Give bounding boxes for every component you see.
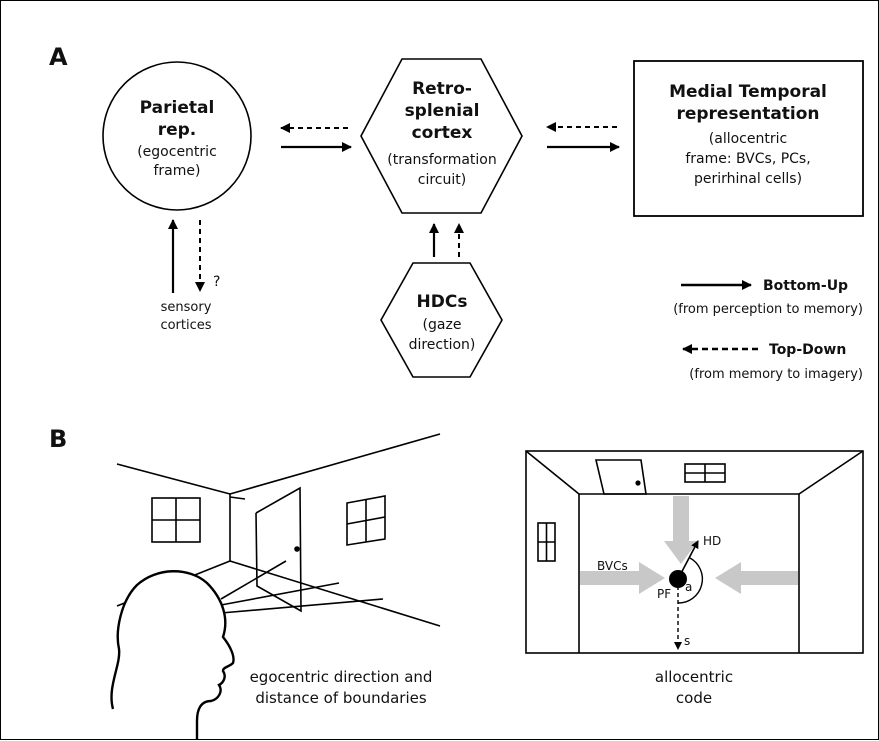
left-caption-line2: distance of boundaries xyxy=(255,689,427,707)
bvc-arrow-top xyxy=(664,496,698,564)
parietal-node: Parietal rep. (egocentric frame) xyxy=(102,61,252,211)
parietal-title-line1: Parietal xyxy=(140,98,215,118)
parietal-sub-line1: (egocentric xyxy=(137,144,217,160)
head-silhouette xyxy=(110,570,235,739)
left-caption-line1: egocentric direction and xyxy=(250,668,433,686)
mtl-sub-line1: (allocentric xyxy=(709,131,787,147)
mtl-title-line2: representation xyxy=(676,104,819,124)
mtl-sub-line2: frame: BVCs, PCs, xyxy=(685,151,810,167)
retro-sub-line1: (transformation xyxy=(387,152,497,168)
right-caption-line2: code xyxy=(676,689,712,707)
question-mark: ? xyxy=(213,274,220,290)
bvcs-label: BVCs xyxy=(597,559,628,573)
hdc-title: HDCs xyxy=(417,292,468,312)
parietal-title-line2: rep. xyxy=(158,120,197,140)
hd-label: HD xyxy=(703,534,721,548)
hd-arrow xyxy=(677,540,699,580)
s-label: s xyxy=(684,634,690,648)
bvc-arrows xyxy=(580,496,798,594)
panel-b-label: B xyxy=(49,425,67,453)
bvc-arrow-left xyxy=(580,562,665,594)
allocentric-room-scene xyxy=(525,450,864,654)
mtl-sub-line3: perirhinal cells) xyxy=(694,171,802,187)
sensory-label-line2: cortices xyxy=(160,318,211,333)
panel-a-label: A xyxy=(49,43,68,71)
legend-bottom-up-desc: (from perception to memory) xyxy=(673,302,863,317)
right-caption-line1: allocentric xyxy=(655,668,733,686)
hdc-sub-line1: (gaze xyxy=(423,317,462,333)
hdc-node: HDCs (gaze direction) xyxy=(380,262,503,378)
retro-sub-line2: circuit) xyxy=(418,172,466,188)
retro-title-line3: cortex xyxy=(412,123,473,143)
mtl-title-line1: Medial Temporal xyxy=(669,82,827,102)
sensory-label-line1: sensory xyxy=(161,300,212,315)
angle-label: a xyxy=(685,580,692,594)
legend: Bottom-Up (from perception to memory) To… xyxy=(673,278,863,382)
retro-title-line2: splenial xyxy=(405,101,480,121)
bvc-arrow-right xyxy=(715,562,798,594)
legend-top-down-desc: (from memory to imagery) xyxy=(689,367,863,382)
retrosplenial-node: Retro- splenial cortex (transformation c… xyxy=(360,58,523,214)
hdc-sub-line2: direction) xyxy=(409,337,476,353)
legend-top-down-label: Top-Down xyxy=(769,342,846,358)
pf-label: PF xyxy=(657,587,671,601)
parietal-sub-line2: frame) xyxy=(154,163,201,179)
egocentric-room-scene xyxy=(116,433,441,627)
legend-bottom-up-label: Bottom-Up xyxy=(763,278,848,294)
angle-arc xyxy=(677,557,704,604)
retro-title-line1: Retro- xyxy=(412,79,472,99)
medial-temporal-node: Medial Temporal representation (allocent… xyxy=(633,60,864,217)
